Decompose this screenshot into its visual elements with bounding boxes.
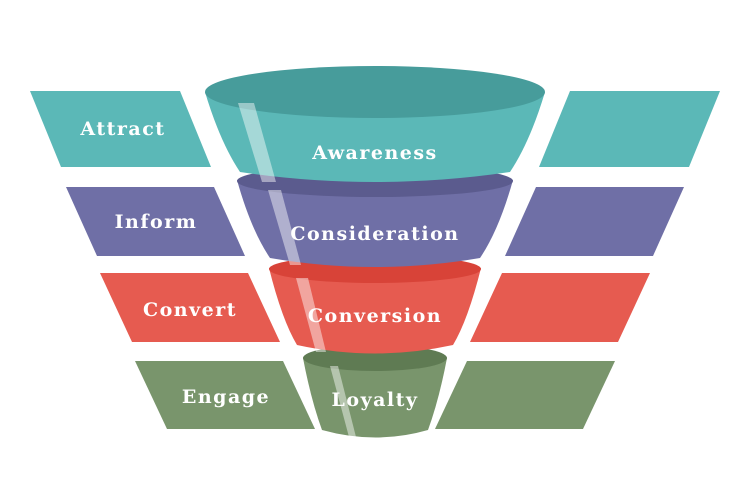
funnel-stage-label-awareness: Awareness: [311, 142, 438, 164]
funnel-stage-label-consideration: Consideration: [290, 223, 459, 245]
left-band-labels: Attract Inform Convert Engage: [79, 118, 270, 408]
funnel-body-consideration: [237, 180, 513, 267]
left-band-engage: [135, 361, 315, 429]
left-bands: [30, 91, 315, 429]
funnel-stage-label-conversion: Conversion: [308, 305, 442, 327]
funnel-stage-label-loyalty: Loyalty: [332, 389, 419, 411]
right-band-purple: [505, 187, 684, 256]
right-band-teal: [539, 91, 720, 167]
right-band-green: [435, 361, 615, 429]
left-band-convert: [100, 273, 280, 342]
funnel-stage-awareness: [205, 66, 545, 182]
left-band-inform: [66, 187, 245, 256]
funnel-body-loyalty: [303, 358, 447, 438]
funnel: Awareness Consideration Conversion Loyal…: [205, 66, 545, 438]
funnel-body-conversion: [269, 268, 481, 354]
funnel-highlight-awareness: [238, 103, 276, 182]
left-band-label-attract: Attract: [79, 118, 165, 140]
left-band-label-convert: Convert: [143, 299, 237, 321]
left-band-attract: [30, 91, 211, 167]
funnel-highlight-loyalty: [330, 366, 356, 437]
funnel-stage-loyalty: [303, 345, 447, 438]
right-bands: [435, 91, 720, 429]
funnel-highlight-conversion: [296, 278, 326, 352]
left-band-label-inform: Inform: [115, 211, 198, 233]
right-band-red: [470, 273, 650, 342]
left-band-label-engage: Engage: [182, 386, 270, 408]
funnel-rim-awareness: [205, 66, 545, 118]
funnel-highlight-consideration: [268, 190, 301, 265]
